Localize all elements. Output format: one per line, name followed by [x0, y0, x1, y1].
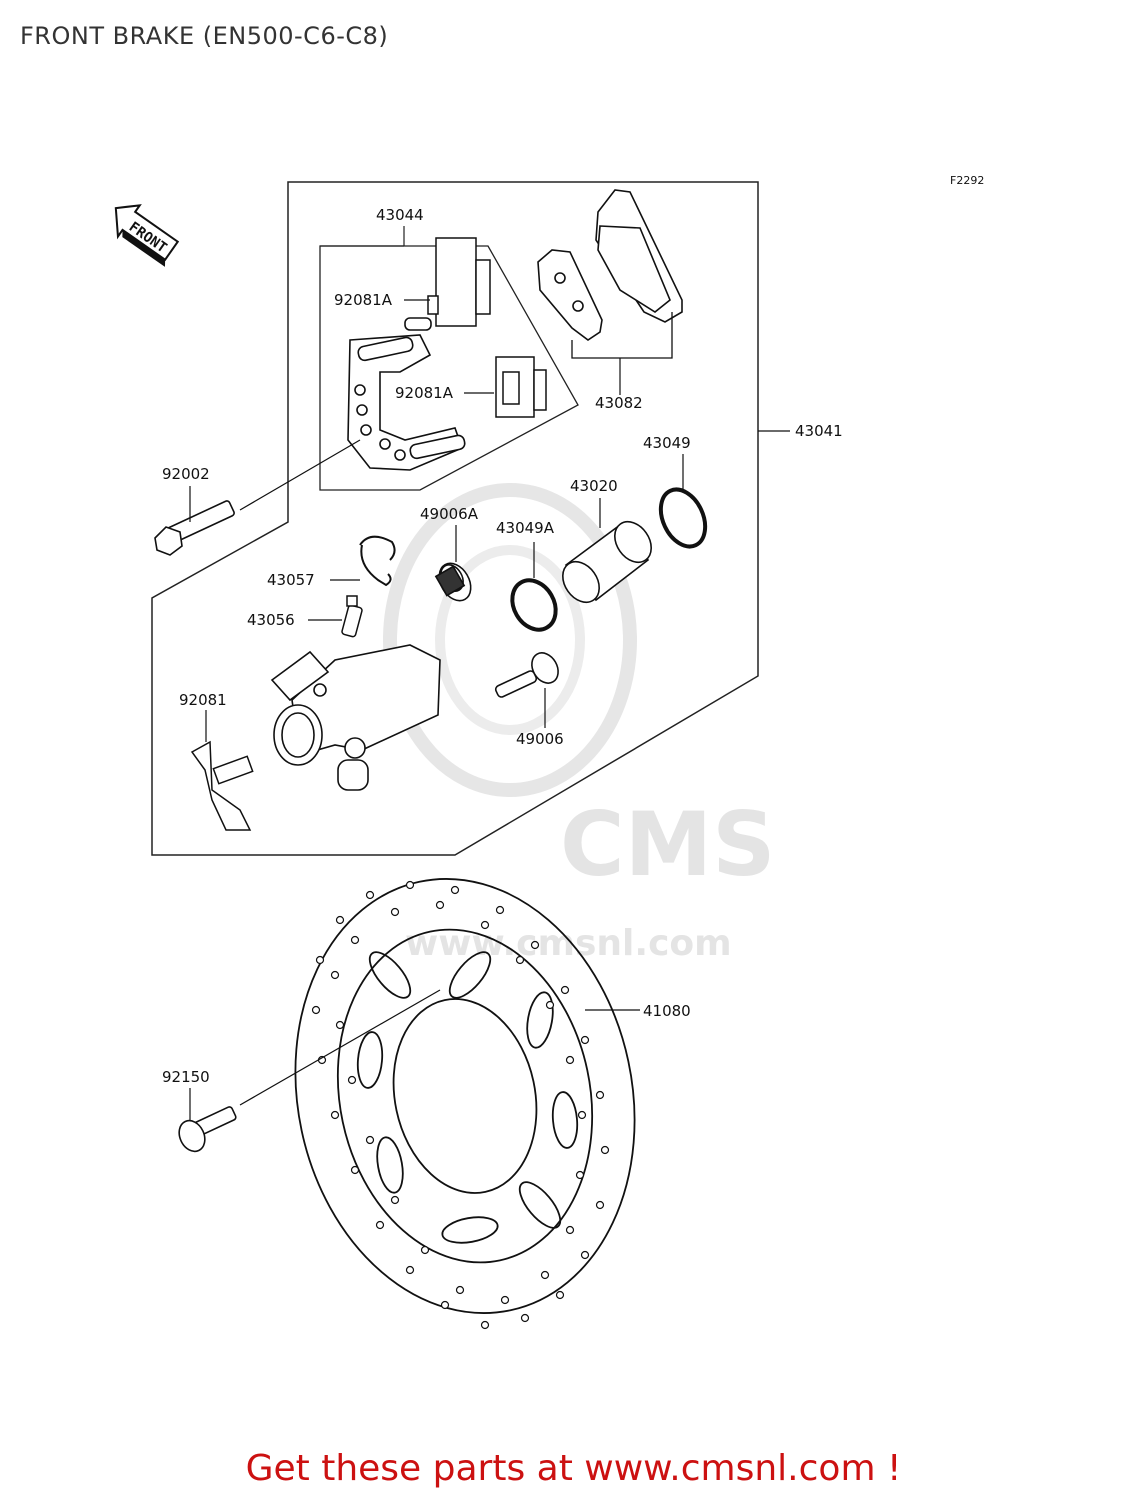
part-label-41080: 41080: [643, 1002, 691, 1020]
caliper-body: [270, 644, 441, 791]
part-label-49006A: 49006A: [420, 505, 479, 523]
bleeder-cap: [359, 535, 396, 587]
watermark: CMS www.cmsnl.com: [383, 483, 776, 964]
bleeder-valve: [341, 595, 363, 638]
brake-disc: [294, 878, 636, 1314]
disc-drill-holes: [311, 880, 610, 1330]
part-label-43056: 43056: [247, 611, 295, 629]
pad-spring-upper: [427, 237, 491, 327]
part-label-92002: 92002: [162, 465, 210, 483]
slide-pin: [494, 652, 559, 698]
part-label-43082: 43082: [595, 394, 643, 412]
part-label-43057: 43057: [267, 571, 315, 589]
pin-boot: [434, 562, 472, 602]
part-label-92081A-lower: 92081A: [395, 384, 454, 402]
part-label-92081A-upper: 92081A: [334, 291, 393, 309]
footer-link[interactable]: Get these parts at www.cmsnl.com !: [245, 1448, 902, 1489]
caliper-assembly-outline: [151, 181, 759, 856]
pad-spring-lower: [495, 356, 547, 418]
part-label-92150: 92150: [162, 1068, 210, 1086]
part-label-43044: 43044: [376, 206, 424, 224]
caliper-bracket: [347, 317, 466, 471]
pad-retainer-spring: [190, 740, 254, 831]
dust-seal: [510, 578, 558, 632]
part-label-43020: 43020: [570, 477, 618, 495]
brake-pads: [537, 189, 683, 341]
part-label-49006: 49006: [516, 730, 564, 748]
part-label-43041: 43041: [795, 422, 843, 440]
piston: [562, 520, 652, 604]
disc-mounting-bolt: [178, 1106, 237, 1153]
part-label-43049: 43049: [643, 434, 691, 452]
front-arrow-icon: FRONT: [114, 204, 180, 267]
piston-seal: [658, 487, 708, 549]
figure-code: F2292: [950, 174, 984, 187]
part-label-43049A: 43049A: [496, 519, 555, 537]
part-label-92081: 92081: [179, 691, 227, 709]
bracket-bolt: [154, 500, 235, 556]
watermark-logo: CMS: [560, 793, 776, 896]
page-title: FRONT BRAKE (EN500-C6-C8): [20, 22, 389, 50]
